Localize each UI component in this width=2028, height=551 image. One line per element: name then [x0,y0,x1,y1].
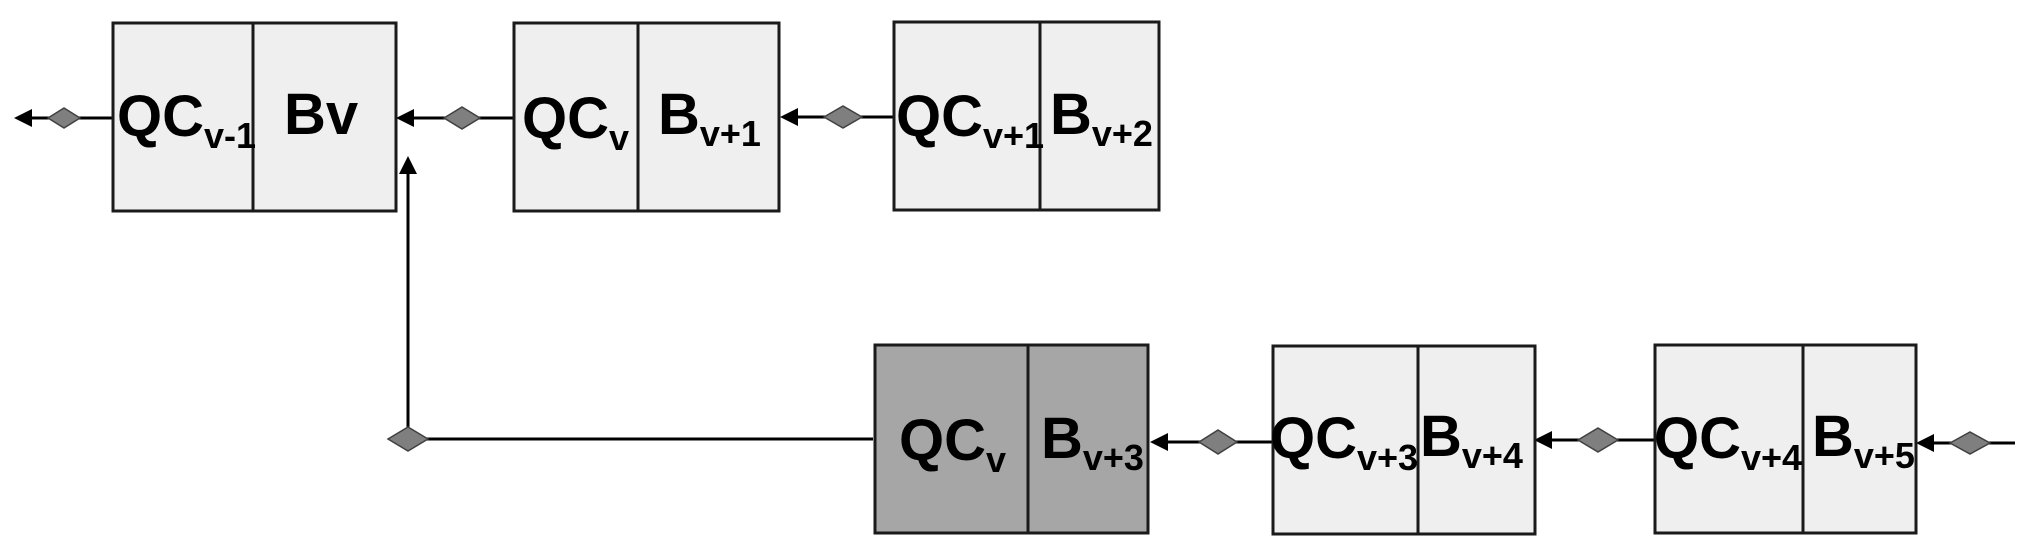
block-qcv-1-bv: QCv-1 Bv [111,21,398,213]
svg-text:Bv+2: Bv+2 [1050,82,1153,154]
block-qcv3-bv4: QCv+3 Bv+4 [1270,344,1537,536]
qc-subscript: v-1 [204,115,256,156]
b-label: B [658,82,700,147]
b-subscript: v+5 [1854,435,1915,476]
svg-text:Bv+5: Bv+5 [1812,404,1915,476]
connector-3-to-2 [780,105,893,129]
qc-subscript: v [986,439,1006,480]
block-cell-b [1038,20,1161,212]
block-cell-b [251,21,398,213]
svg-text:Bv+4: Bv+4 [1420,404,1523,476]
block-cell-qc [111,21,255,213]
qc-label: QC [1270,406,1357,471]
svg-text:Bv+3: Bv+3 [1041,406,1144,478]
qc-label: QC [1654,406,1741,471]
qc-subscript: v+3 [1357,437,1418,478]
b-subscript: v+3 [1083,437,1144,478]
svg-text:QCv+3: QCv+3 [1270,406,1418,478]
svg-text:QCv: QCv [899,408,1006,480]
svg-text:QCv+4: QCv+4 [1654,406,1802,478]
qc-subscript: v+4 [1741,437,1802,478]
qc-label: QC [896,84,983,149]
svg-text:Bv+1: Bv+1 [658,82,761,154]
b-label: B [1812,404,1854,469]
qc-label: QC [522,86,609,151]
b-label: B [1420,404,1462,469]
block-cell-b [1416,344,1537,536]
block-cell-qc [1653,343,1805,535]
qc-subscript: v [609,117,629,158]
block-cell-qc [1271,344,1420,536]
qc-label: QC [117,84,204,149]
connector-4-to-1 [386,156,873,452]
block-cell-b [636,21,781,213]
connector-out-left [14,107,112,129]
block-qcv-bv3-highlighted: QCv Bv+3 [873,343,1150,535]
b-label: B [1041,406,1083,471]
svg-text:Bv: Bv [284,82,358,147]
connector-in-right [1916,431,2015,455]
block-cell-b [1026,343,1150,535]
connectors [14,105,2015,455]
qc-subscript: v+1 [983,115,1044,156]
b-subscript: v+4 [1462,435,1523,476]
connector-5-to-4 [1150,429,1272,455]
svg-text:QCv: QCv [522,86,629,158]
connector-6-to-5 [1534,427,1654,453]
qc-label: QC [899,408,986,473]
block-qcv4-bv5: QCv+4 Bv+5 [1653,343,1918,535]
connector-2-to-1 [396,106,513,130]
block-qcv-bv1: QCv Bv+1 [512,21,781,213]
svg-text:QCv+1: QCv+1 [896,84,1044,156]
svg-text:QCv-1: QCv-1 [117,84,256,156]
b-label: Bv [284,82,358,147]
b-subscript: v+2 [1092,113,1153,154]
block-cell-qc [512,21,640,213]
block-cell-b [1801,343,1918,535]
block-cell-qc [892,20,1042,212]
b-label: B [1050,82,1092,147]
block-qcv1-bv2: QCv+1 Bv+2 [892,20,1161,212]
b-subscript: v+1 [700,113,761,154]
